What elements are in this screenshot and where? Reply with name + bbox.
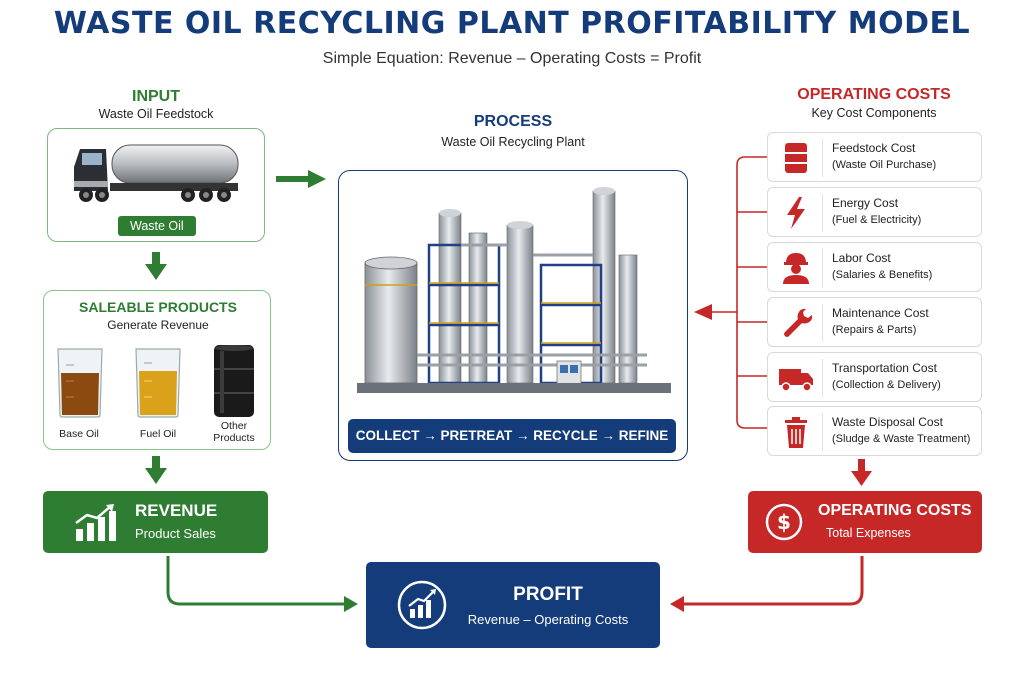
cost-title: Maintenance Cost <box>832 306 929 320</box>
cost-item-labor: Labor Cost (Salaries & Benefits) <box>767 242 982 292</box>
worker-icon <box>783 253 809 284</box>
cost-item-energy: Energy Cost (Fuel & Electricity) <box>767 187 982 237</box>
cost-item-waste-disposal: Waste Disposal Cost (Sludge & Waste Trea… <box>767 406 982 456</box>
arrow-input-to-process <box>276 170 326 188</box>
process-steps-bar: COLLECT → PRETREAT → RECYCLE → REFINE <box>348 419 676 453</box>
cost-title: Waste Disposal Cost <box>832 415 943 429</box>
trash-icon <box>785 417 807 448</box>
cost-separator <box>822 139 823 177</box>
operating-costs-total-heading: OPERATING COSTS <box>818 502 972 519</box>
cost-item-feedstock: Feedstock Cost (Waste Oil Purchase) <box>767 132 982 182</box>
dollar-icon: $ <box>765 503 803 541</box>
profit-heading: PROFIT <box>513 584 583 605</box>
cost-title: Energy Cost <box>832 196 899 210</box>
profit-box: PROFIT Revenue – Operating Costs <box>366 562 660 648</box>
cost-detail: (Repairs & Parts) <box>832 324 917 336</box>
svg-text:$: $ <box>777 510 791 534</box>
arrow-input-to-products <box>145 252 167 280</box>
cost-detail: (Collection & Delivery) <box>832 379 941 391</box>
oil-barrel-icon <box>785 143 807 173</box>
costs-heading: OPERATING COSTS <box>797 86 951 103</box>
products-card: SALEABLE PRODUCTS Generate Revenue Base … <box>43 290 271 450</box>
products-subheading: Generate Revenue <box>107 318 209 332</box>
cost-separator <box>822 359 823 397</box>
revenue-subheading: Product Sales <box>135 526 216 541</box>
refinery-plant-illustration <box>357 187 671 393</box>
product-label-base-oil: Base Oil <box>59 428 99 440</box>
cost-bracket <box>712 156 767 429</box>
profit-subheading: Revenue – Operating Costs <box>467 612 629 627</box>
cost-item-transportation: Transportation Cost (Collection & Delive… <box>767 352 982 402</box>
costs-subheading: Key Cost Components <box>811 106 937 120</box>
wrench-icon <box>784 308 813 337</box>
cost-item-maintenance: Maintenance Cost (Repairs & Parts) <box>767 297 982 347</box>
cost-title: Labor Cost <box>832 251 891 265</box>
arrow-products-to-revenue <box>145 456 167 484</box>
revenue-heading: REVENUE <box>135 501 218 520</box>
arrow-costs-to-total <box>851 459 872 486</box>
profit-chart-icon <box>397 580 447 630</box>
truck-icon <box>779 369 813 392</box>
input-heading: INPUT <box>132 88 180 105</box>
products-heading: SALEABLE PRODUCTS <box>79 299 237 315</box>
cost-detail: (Waste Oil Purchase) <box>832 159 937 171</box>
process-subheading: Waste Oil Recycling Plant <box>441 135 585 149</box>
operating-costs-total-box: $ OPERATING COSTS Total Expenses <box>748 491 982 553</box>
base-oil-beaker-icon <box>57 348 103 418</box>
arrow-total-to-profit <box>680 556 864 606</box>
cost-separator <box>822 194 823 232</box>
page-subtitle: Simple Equation: Revenue – Operating Cos… <box>322 50 702 67</box>
lightning-icon <box>787 197 805 229</box>
cost-separator <box>822 304 823 342</box>
product-label-fuel-oil: Fuel Oil <box>139 428 177 440</box>
operating-costs-total-subheading: Total Expenses <box>826 526 911 540</box>
growth-chart-icon <box>75 504 116 541</box>
oil-drum-icon <box>214 345 254 417</box>
tanker-truck-icon <box>74 144 239 202</box>
arrow-revenue-to-profit <box>166 556 348 606</box>
cost-detail: (Salaries & Benefits) <box>832 269 933 281</box>
fuel-oil-beaker-icon <box>135 348 181 418</box>
cost-separator <box>822 249 823 287</box>
input-card: Waste Oil <box>47 128 265 242</box>
product-label-other: Other Products <box>213 420 255 444</box>
revenue-box: REVENUE Product Sales <box>43 491 268 553</box>
cost-detail: (Fuel & Electricity) <box>832 214 922 226</box>
process-heading: PROCESS <box>473 113 553 130</box>
page-title: WASTE OIL RECYCLING PLANT PROFITABILITY … <box>53 6 971 41</box>
process-card <box>338 170 688 461</box>
cost-title: Feedstock Cost <box>832 141 916 155</box>
waste-oil-badge: Waste Oil <box>118 216 196 236</box>
cost-separator <box>822 413 823 451</box>
cost-title: Transportation Cost <box>832 361 937 375</box>
arrow-costs-to-process <box>694 304 712 320</box>
cost-detail: (Sludge & Waste Treatment) <box>832 433 971 445</box>
input-subheading: Waste Oil Feedstock <box>98 107 214 121</box>
